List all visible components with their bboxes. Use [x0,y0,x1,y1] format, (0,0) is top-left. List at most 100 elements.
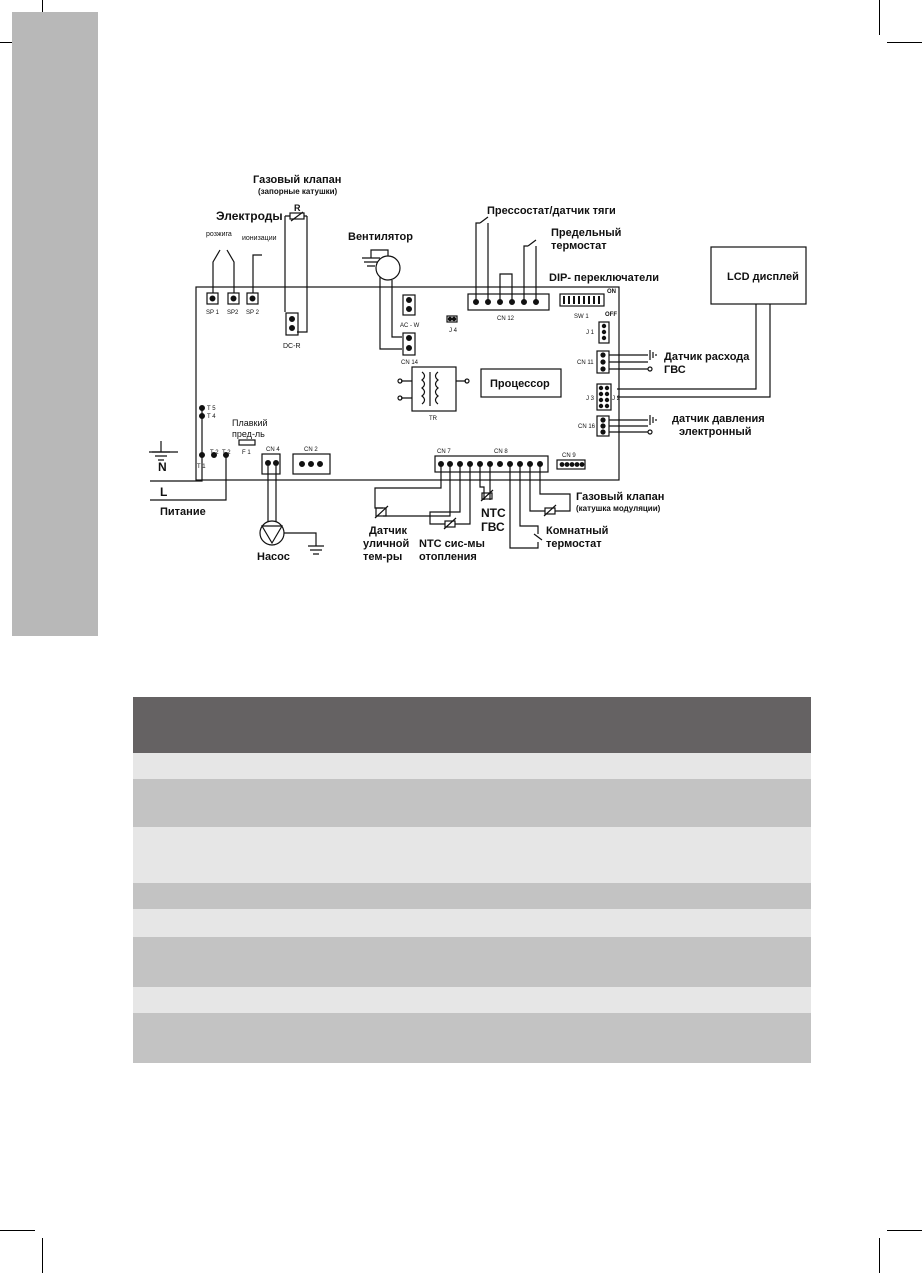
line-label: L [160,485,167,499]
room-thermostat-label-2: термостат [546,538,602,550]
resistor-r-label: R [294,203,301,213]
limit-thermostat-switch [523,239,537,300]
ntc-dhw-icon [481,492,493,500]
flow-sensor-wires [609,354,648,370]
modulation-valve-icon [544,507,556,515]
t4-label: T 4 [207,414,216,420]
ground-icon [649,415,657,425]
ntc-dhw-label-2: ГВС [481,520,505,534]
cn14-label: CN 14 [401,360,419,366]
outdoor-sensor-label-2: уличной [363,538,409,550]
processor-label: Процессор [490,378,550,390]
cn9-connector [556,459,586,470]
ntc-heating-icon [444,520,456,528]
table-row [133,987,811,1013]
sp2b-connector [246,292,259,305]
pressure-sensor-wires [609,419,648,433]
ignition-label: розжига [206,231,232,238]
ground-icon [152,441,170,461]
j1-jumper [598,321,610,344]
table-row [133,1013,811,1063]
spec-table [133,697,811,1063]
crop-mark [887,42,922,43]
table-header [133,697,811,753]
room-thermostat-wires [509,466,543,549]
dip-label: DIP- переключатели [549,272,659,284]
crop-mark [42,1238,43,1273]
t2a-label: T 2 [210,450,219,456]
flow-sensor-label-2: ГВС [664,364,686,376]
pump-icon [259,520,285,546]
dip-off-label: OFF [605,312,617,318]
table-row [133,909,811,937]
tr-label: TR [429,416,438,422]
crop-mark [879,1238,880,1273]
ground-icon [649,350,657,360]
electrodes-label: Электроды [216,209,283,223]
ntc-heating-label-1: NTC сис-мы [419,538,485,550]
lcd-label: LCD дисплей [727,271,799,283]
fuse-icon [238,439,256,446]
ntc-dhw-label-1: NTC [481,506,506,520]
cn4-connector [261,453,281,475]
table-row [133,827,811,883]
cn2-connector [292,453,331,475]
sp1-connector [206,292,219,305]
j3-label: J 3 [586,396,595,402]
modulation-valve-wires [529,466,571,512]
dip-switch-sw1 [559,293,605,307]
fuse-label-2: пред-ль [232,429,265,439]
cn9-label: CN 9 [562,453,576,459]
ntc-heating-label-2: отопления [419,551,477,563]
neutral-wire [150,408,203,482]
power-label: Питание [160,506,206,518]
outdoor-sensor-label-1: Датчик [369,525,407,537]
dc-r-connector [285,312,299,336]
limit-thermostat-label-1: Предельный [551,227,621,239]
resistor-arrow [290,211,304,222]
cn7-label: CN 7 [437,449,451,455]
modulation-valve-label-1: Газовый клапан [576,491,664,503]
fan-wires [379,277,402,350]
line-wire [150,455,227,501]
ionization-label: ионизации [242,235,277,242]
ac-w-connector [402,294,416,316]
cn12-label: CN 12 [497,316,515,322]
lcd-wires [617,304,771,398]
gas-valve-label: Газовый клапан [253,174,341,186]
crop-mark [887,1230,922,1231]
gas-valve-sub-label: (запорные катушки) [258,187,338,196]
lcd-display-box [710,246,807,305]
transformer-box [411,366,457,412]
limit-thermostat-label-2: термостат [551,240,607,252]
pressure-sensor-label-2: электронный [679,426,752,438]
table-row [133,779,811,827]
cn2-label: CN 2 [304,447,318,453]
pump-label: Насос [257,551,290,563]
wiring-diagram: Газовый клапан (запорные катушки) R DC-R… [149,174,807,563]
ac-w-label: AC - W [400,323,420,329]
pressostat-switch [475,216,489,300]
t2b-label: T 2 [222,450,231,456]
dip-on-label: ON [607,289,616,295]
neutral-label: N [158,460,167,474]
outdoor-ntc-icon [375,507,387,517]
electrode-wires [212,249,262,293]
modulation-valve-label-2: (катушка модуляции) [576,504,661,513]
j4-jumper [446,315,458,323]
gas-valve-wires [284,215,308,333]
t1-label: T 1 [197,464,206,470]
transformer-coil-icon [421,371,439,406]
cn14-connector [402,332,416,356]
j4-label: J 4 [449,328,458,334]
t5-label: T 5 [207,406,216,412]
j2-label: J 2 [612,396,621,402]
fan-motor-icon [375,255,401,281]
j1-label: J 1 [586,330,595,336]
sp1-label: SP 1 [206,310,220,316]
cn11-label: CN 11 [577,360,594,366]
processor-chip [480,368,562,398]
ground-icon [284,532,324,555]
sp2-label: SP2 [227,310,239,316]
room-thermostat-label-1: Комнатный [546,525,608,537]
